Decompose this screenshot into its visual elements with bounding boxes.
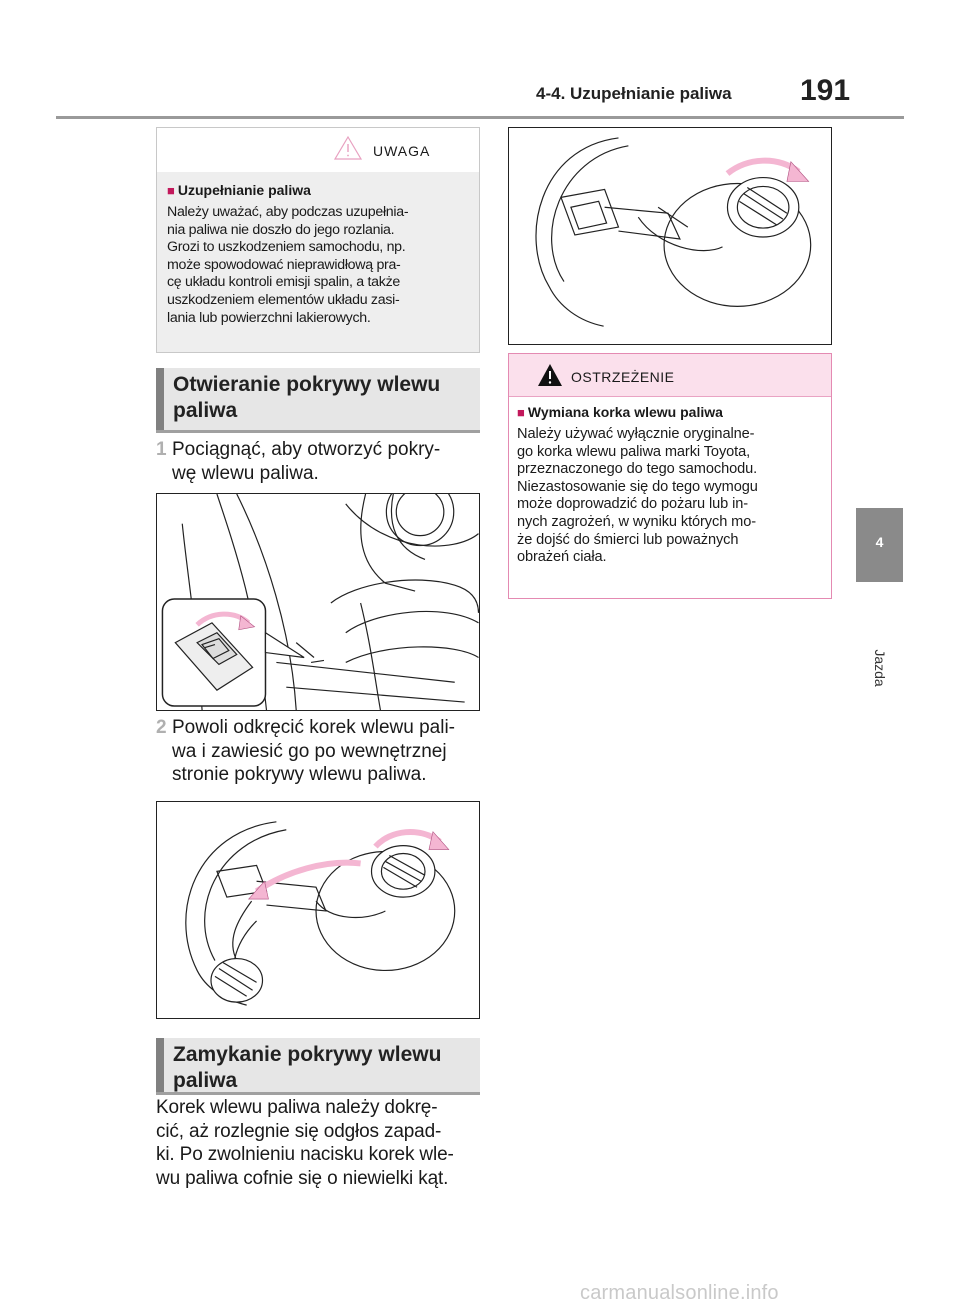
caution-subheading: ■Uzupełnianie paliwa — [167, 182, 469, 198]
paragraph-line: cić, aż rozlegnie się odgłos zapad- — [156, 1120, 442, 1142]
chapter-label: Jazda — [872, 649, 888, 687]
caution-line: nia paliwa nie doszło do jego rozlania. — [167, 221, 395, 238]
step-text-line: wa i zawiesić go po wewnętrznej — [172, 740, 447, 762]
step-text-line: Pociągnąć, aby otworzyć pokry- — [172, 439, 441, 460]
fuel-cap-hanging-illustration — [508, 127, 832, 345]
bullet-square-icon: ■ — [517, 405, 525, 420]
caution-box: UWAGA ■Uzupełnianie paliwa Należy uważać… — [156, 127, 480, 353]
section-close-title-line1: Zamykanie pokrywy wlewu — [173, 1043, 442, 1066]
bullet-square-icon: ■ — [167, 183, 175, 198]
section-open-title-line2: paliwa — [173, 399, 238, 422]
warning-subheading: ■Wymiana korka wlewu paliwa — [517, 404, 823, 420]
warning-line: obrażeń ciała. — [517, 549, 607, 566]
paragraph-line: Korek wlewu paliwa należy dokrę- — [156, 1097, 438, 1118]
caution-triangle-icon — [333, 135, 363, 166]
watermark: carmanualsonline.info — [580, 1282, 779, 1304]
warning-line: przeznaczonego do tego samochodu. — [517, 461, 758, 478]
header-divider — [56, 116, 904, 119]
step-number: 1 — [156, 439, 167, 460]
section-open-rule — [156, 430, 480, 433]
page-number: 191 — [800, 74, 851, 107]
fuel-door-lever-illustration — [156, 493, 480, 711]
warning-line: Niezastosowanie się do tego wymogu — [517, 478, 758, 495]
fuel-cap-removal-illustration — [156, 801, 480, 1019]
caution-body: ■Uzupełnianie paliwa Należy uważać, aby … — [157, 172, 479, 352]
chapter-tab: 4 — [856, 508, 903, 582]
section-header-title: 4-4. Uzupełnianie paliwa — [536, 84, 732, 103]
section-close-title-line2: paliwa — [173, 1069, 238, 1092]
caution-header: UWAGA — [157, 128, 479, 173]
warning-title: OSTRZEŻENIE — [571, 369, 675, 385]
warning-line: go korka wlewu paliwa marki Toyota, — [517, 443, 751, 460]
step-text-line: wę wlewu paliwa. — [172, 462, 319, 484]
caution-line: lania lub powierzchni lakierowych. — [167, 309, 371, 326]
chapter-number: 4 — [875, 534, 884, 550]
caution-line: Należy uważać, aby podczas uzupełnia- — [167, 204, 409, 220]
warning-line: że dojść do śmierci lub poważnych — [517, 531, 739, 548]
warning-triangle-icon — [537, 363, 563, 392]
warning-body: ■Wymiana korka wlewu paliwa Należy używa… — [509, 396, 831, 598]
caution-line: Grozi to uszkodzeniem samochodu, np. — [167, 239, 406, 256]
warning-text: Należy używać wyłącznie oryginalne- go k… — [517, 426, 823, 567]
warning-line: nych zagrożeń, w wyniku których mo- — [517, 513, 757, 530]
closing-paragraph: Korek wlewu paliwa należy dokrę- cić, aż… — [156, 1096, 480, 1190]
section-open-title-line1: Otwieranie pokrywy wlewu — [173, 373, 441, 396]
warning-line: Należy używać wyłącznie oryginalne- — [517, 426, 755, 442]
warning-line: może doprowadzić do pożaru lub in- — [517, 496, 749, 513]
step-text-line: Powoli odkręcić korek wlewu pali- — [172, 717, 455, 738]
warning-subheading-text: Wymiana korka wlewu paliwa — [527, 404, 723, 420]
caution-line: może spowodować nieprawidłową pra- — [167, 256, 401, 273]
caution-title: UWAGA — [373, 143, 431, 159]
step-text-line: stronie pokrywy wlewu paliwa. — [172, 764, 427, 785]
paragraph-line: wu paliwa cofnie się o niewielki kąt. — [156, 1167, 449, 1189]
caution-text: Należy uważać, aby podczas uzupełnia- ni… — [167, 204, 469, 327]
caution-line: cę układu kontroli emisji spalin, a takż… — [167, 274, 400, 291]
paragraph-line: ki. Po zwolnieniu nacisku korek wle- — [156, 1144, 454, 1165]
warning-header: OSTRZEŻENIE — [509, 354, 831, 397]
caution-line: uszkodzeniem elementów układu zasi- — [167, 291, 400, 308]
section-heading-open: Otwieranie pokrywy wlewu paliwa — [156, 368, 480, 430]
section-heading-close: Zamykanie pokrywy wlewu paliwa — [156, 1038, 480, 1094]
warning-box: OSTRZEŻENIE ■Wymiana korka wlewu paliwa … — [508, 353, 832, 599]
chapter-label-container: Jazda — [862, 640, 898, 700]
section-close-rule — [156, 1092, 480, 1095]
caution-subheading-text: Uzupełnianie paliwa — [177, 182, 311, 198]
step-number: 2 — [156, 717, 167, 738]
